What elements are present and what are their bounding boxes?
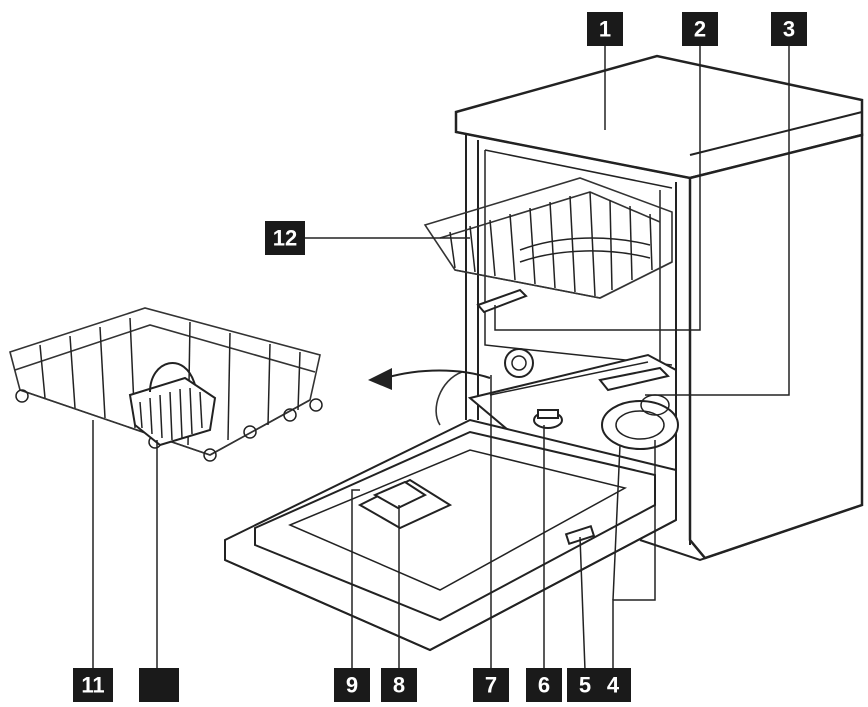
callout-7: 7 (473, 668, 509, 702)
callout-8: 8 (381, 668, 417, 702)
callout-6-text: 6 (538, 673, 550, 698)
callout-11: 11 (73, 668, 113, 702)
callout-3-text: 3 (783, 17, 795, 42)
cutlery-basket (128, 362, 217, 447)
dishwasher-cabinet (435, 54, 864, 562)
dishwasher-door (224, 418, 677, 652)
salt-container-cap (533, 409, 563, 429)
callout-11-text: 11 (81, 673, 104, 698)
callout-5: 5 (567, 668, 603, 702)
callout-7-text: 7 (485, 673, 497, 698)
water-hardness-dial (504, 348, 534, 378)
removal-arrow (368, 368, 491, 390)
callout-9-text: 9 (346, 673, 358, 698)
callout-8-text: 8 (393, 673, 405, 698)
upper-basket (423, 177, 673, 314)
callout-2: 2 (682, 12, 718, 46)
callout-6: 6 (526, 668, 562, 702)
callout-1-text: 1 (599, 17, 611, 42)
callout-12-text: 12 (273, 226, 297, 251)
callout-3: 3 (771, 12, 807, 46)
callout-4-text: 4 (607, 673, 620, 698)
callout-12: 12 (265, 221, 305, 255)
leader-lines (92, 45, 790, 671)
lower-spray-arm (598, 366, 670, 392)
detergent-dispenser (357, 478, 453, 530)
callout-5-text: 5 (579, 673, 591, 698)
filter-assembly (601, 394, 679, 450)
callout-9: 9 (334, 668, 370, 702)
lower-basket (9, 307, 323, 462)
rating-plate (564, 524, 596, 546)
upper-basket-tines (449, 191, 653, 297)
callout-1: 1 (587, 12, 623, 46)
callout-2-text: 2 (694, 17, 706, 42)
callout-10 (139, 668, 179, 702)
